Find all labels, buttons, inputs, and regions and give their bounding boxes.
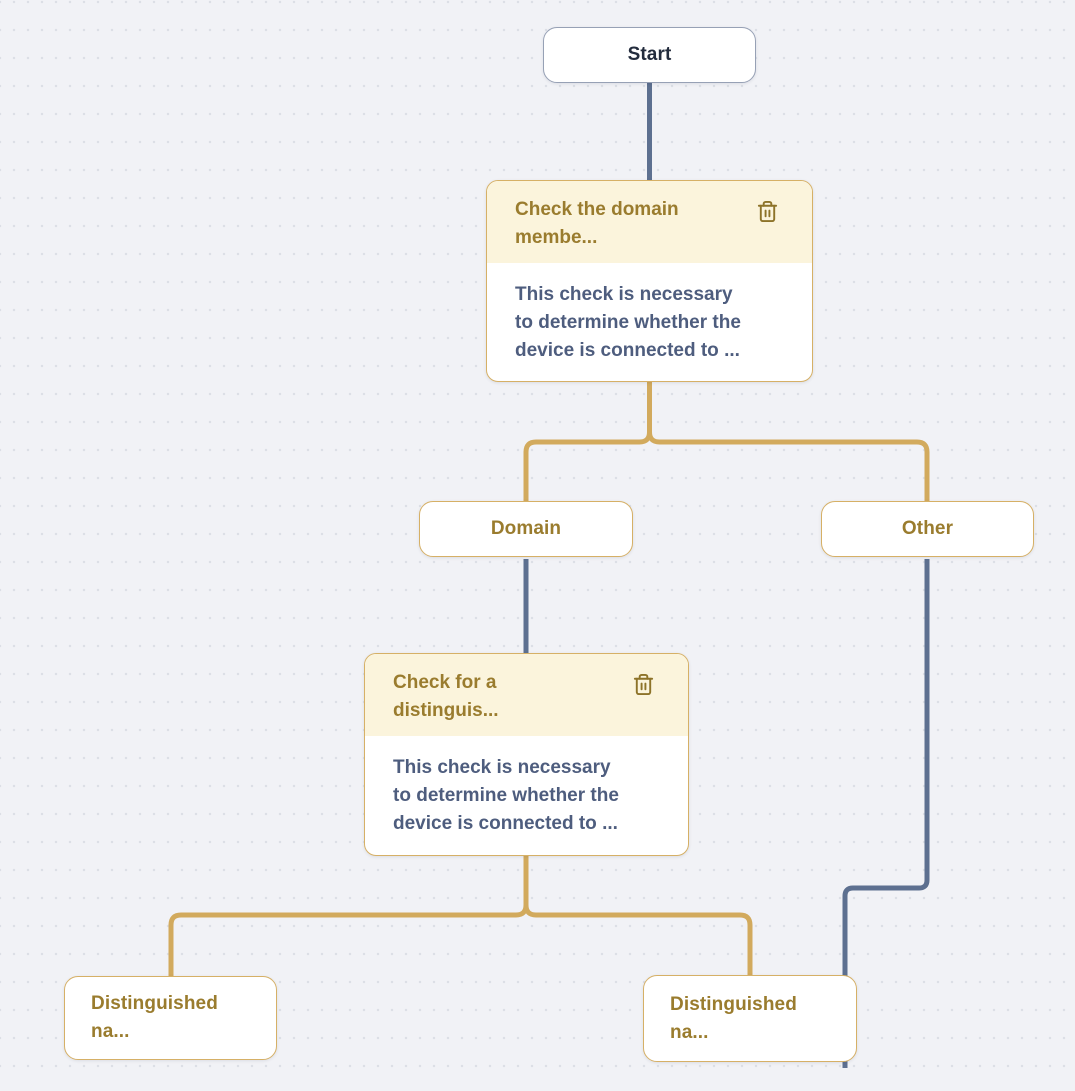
edge-check-dn-to-left-leaf: [168, 856, 529, 977]
edge-check-domain-to-other: [647, 382, 930, 503]
edge-check-dn-to-right-leaf: [523, 856, 753, 976]
leaf-node-distinguished-right[interactable]: Distinguished na...: [643, 975, 857, 1062]
trash-icon: [632, 673, 658, 696]
branch-node-domain-label: Domain: [490, 518, 562, 539]
branch-node-other[interactable]: Other: [821, 501, 1034, 557]
check-domain-card-description: This check is necessary to determine whe…: [515, 284, 741, 361]
leaf-node-distinguished-right-label: Distinguished na...: [670, 993, 797, 1043]
check-distinguished-card-body: This check is necessary to determine whe…: [365, 736, 688, 838]
branch-node-domain[interactable]: Domain: [419, 501, 633, 557]
leaf-node-distinguished-left-label: Distinguished na...: [91, 993, 218, 1042]
start-node[interactable]: Start: [543, 27, 756, 83]
branch-node-other-label: Other: [901, 518, 954, 539]
check-distinguished-card-title: Check for a distinguis...: [393, 672, 499, 721]
check-domain-card-header: Check the domain membe...: [487, 181, 812, 263]
delete-check-distinguished-button[interactable]: [632, 671, 658, 697]
check-domain-card[interactable]: Check the domain membe... This check is …: [486, 180, 813, 382]
check-distinguished-card[interactable]: Check for a distinguis... This check is …: [364, 653, 689, 856]
leaf-node-distinguished-left[interactable]: Distinguished na...: [64, 976, 277, 1060]
trash-icon: [756, 200, 782, 223]
check-domain-card-body: This check is necessary to determine whe…: [487, 263, 812, 365]
check-distinguished-card-description: This check is necessary to determine whe…: [393, 757, 619, 834]
start-node-label: Start: [627, 44, 672, 65]
edge-check-domain-to-domain: [523, 382, 652, 503]
delete-check-domain-button[interactable]: [756, 198, 782, 224]
edge-other-to-right-leaf: [842, 559, 930, 1068]
check-distinguished-card-header: Check for a distinguis...: [365, 654, 688, 736]
check-domain-card-title: Check the domain membe...: [515, 199, 679, 248]
